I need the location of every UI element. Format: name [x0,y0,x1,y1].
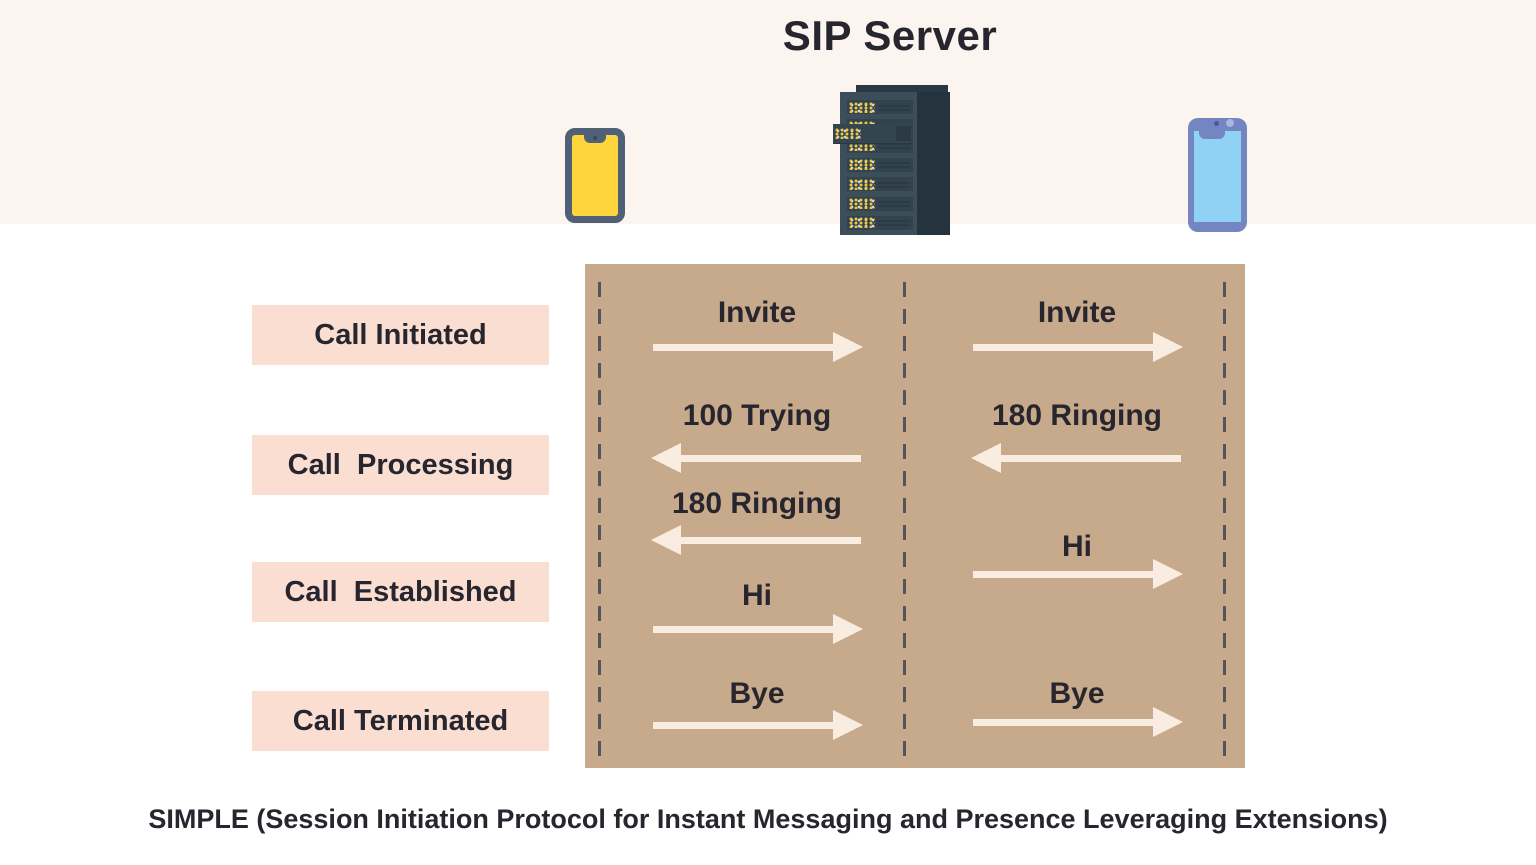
stage-call-initiated: Call Initiated [252,305,549,365]
rack-unit [847,196,913,211]
stage-label: Call Terminated [292,704,509,737]
lifeline-server [903,282,906,760]
led-grid-icon [849,217,875,229]
server-rack-icon [833,85,952,235]
message-label: Bye [729,677,785,710]
yellow-phone-icon [565,128,625,223]
camera-dot-icon [1214,121,1219,126]
message-label: 180 Ringing [991,399,1163,432]
arrow-right-icon [651,614,863,644]
led-grid-icon [849,101,875,113]
rack-unit [847,100,913,114]
stage-call-terminated: Call Terminated [252,691,549,751]
message-label: Hi [1062,530,1092,563]
vent-stripes [878,141,910,151]
phone-notch [584,134,606,143]
vent-stripes [878,199,910,209]
rack-unit [847,177,913,192]
camera-dot-icon [593,136,597,140]
message-label: Bye [1049,677,1105,710]
vent-stripes [878,102,910,112]
vent-stripes [878,179,910,189]
arrow-left-icon [971,443,1183,473]
vent-stripes [878,160,910,170]
message-label: Hi [742,579,772,612]
stage-call-established: Call Established [252,562,549,622]
stage-label: Call Initiated [314,318,487,351]
arrow-left-icon [651,525,863,555]
vent-stripes [878,218,910,228]
stage-label: Call Established [284,575,517,608]
message-label: 180 Ringing [671,487,843,520]
server-top-cap [856,85,948,93]
server-rack-rows [847,100,913,230]
arrow-right-icon [971,559,1183,589]
arrow-right-icon [651,710,863,740]
lifeline-caller [598,282,601,760]
led-grid-icon [849,178,875,190]
server-body [833,92,950,235]
led-grid-icon [835,128,861,139]
lifeline-callee [1223,282,1226,760]
speaker-lens-icon [1226,119,1234,127]
led-grid-icon [849,198,875,210]
rack-unit [847,215,913,230]
page-title: SIP Server [782,12,998,59]
blue-phone-icon [1188,118,1247,232]
stage-call-processing: Call Processing [252,435,549,495]
server-protruding-module [833,124,913,143]
arrow-right-icon [971,707,1183,737]
rack-unit [847,157,913,172]
led-grid-icon [849,140,875,152]
message-label: 100 Trying [682,399,832,432]
arrow-right-icon [971,332,1183,362]
stage-label: Call Processing [287,448,514,481]
phone-notch [1198,130,1225,139]
server-side-panel [917,92,950,235]
caption: SIMPLE (Session Initiation Protocol for … [148,804,1388,834]
led-grid-icon [849,159,875,171]
message-label: Invite [1037,296,1117,329]
arrow-left-icon [651,443,863,473]
header-background-band [0,0,1536,224]
module-dark-block [896,126,911,141]
arrow-right-icon [651,332,863,362]
message-label: Invite [717,296,797,329]
